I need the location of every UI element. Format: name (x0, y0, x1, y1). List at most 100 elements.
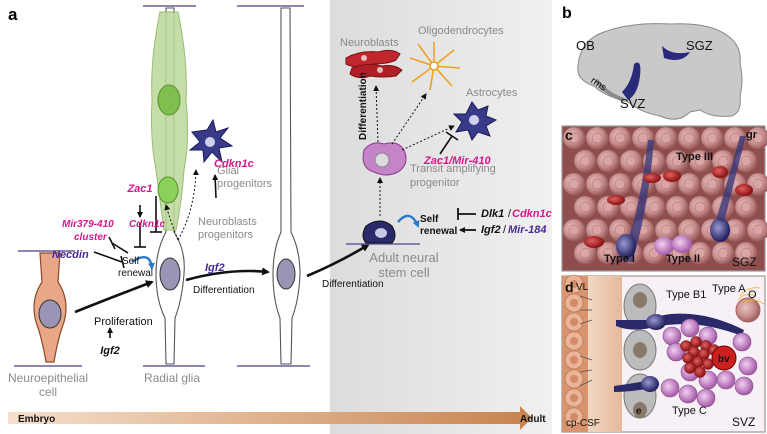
granule-cell (562, 126, 586, 150)
gene-cdkn1c-adult: Cdkn1c (512, 208, 552, 220)
brain-silhouette (577, 23, 743, 120)
vl-label: VL (576, 282, 589, 293)
radial-glia-cell (143, 5, 205, 367)
type-a-cell (694, 366, 706, 378)
granule-cell-layer (562, 126, 767, 265)
transit-amplifying-cell (362, 142, 407, 176)
self-renewal-adult-loop-icon (397, 214, 420, 228)
arrow-differentiation-embryo (185, 267, 270, 282)
cilia (579, 295, 593, 387)
granule-cell (585, 172, 609, 196)
granule-cell (654, 218, 678, 242)
type-a-cell (682, 352, 694, 364)
radial-glia-label: Radial glia (144, 371, 200, 385)
glial-progenitor-nucleus (205, 137, 215, 147)
sgz-progenitors (584, 136, 753, 262)
timeline-arrow (8, 406, 532, 430)
svg-text:/: / (508, 208, 512, 220)
svz-region-label: SVZ (732, 415, 755, 429)
type2-label: Type II (666, 253, 700, 265)
granule-cell (734, 195, 758, 219)
e-label: e (636, 406, 642, 417)
granule-cell (723, 218, 747, 242)
type-a-cells (680, 336, 720, 378)
gene-necdin: Necdin (52, 249, 89, 261)
arrow-to-glial (177, 169, 199, 241)
self-renewal-embryo-1: Self (122, 256, 139, 267)
granule-cell (677, 126, 701, 150)
arrow-to-neuroblast (164, 204, 179, 241)
wall-cell (564, 369, 584, 389)
inhibition-zac1 (439, 135, 453, 155)
type-a-cell (684, 362, 696, 374)
neuroepithelial-label-2: cell (39, 385, 57, 399)
self-renewal-loop-icon (131, 256, 155, 270)
adult-lineage-arrows (373, 85, 455, 216)
panel-d: d VL Type B1 Type A O bv e Type C cp-CSF… (561, 274, 766, 433)
type-c-cell (734, 376, 754, 396)
self-renewal-embryo-2: renewal (118, 268, 153, 279)
svz-region (622, 62, 641, 100)
granule-cell (619, 149, 643, 173)
o-label: O (748, 289, 757, 301)
transit-amplifying-label-1: Transit amplifying (410, 163, 496, 175)
oligodendrocytes-label: Oligodendrocytes (418, 25, 504, 37)
gene-igf2-a: Igf2 (100, 345, 120, 357)
type-b1-cells (614, 313, 744, 392)
type-c-cell (662, 326, 682, 346)
wall-cell (564, 312, 584, 332)
differentiation-vertical-label: Differentiation (358, 72, 369, 140)
wall-cell (564, 331, 584, 351)
neuroblast-progenitors-label-1: Neuroblasts (198, 216, 257, 228)
granule-cell (585, 218, 609, 242)
granule-cell (562, 172, 586, 196)
neuroblasts-cell (345, 49, 403, 79)
type-c-cell (696, 388, 716, 408)
astrocytes-label: Astrocytes (466, 87, 518, 99)
self-renewal-adult-1: Self (420, 214, 439, 225)
ob-label: OB (576, 38, 595, 53)
blood-vessel (711, 345, 737, 371)
gene-igf2-b: Igf2 (205, 262, 225, 274)
oligodendrocyte-d (735, 297, 761, 323)
ventricle-cells (564, 274, 584, 427)
granule-cell (700, 172, 724, 196)
type-b1-label: Type B1 (666, 289, 706, 301)
adult-nsc-label-2: stem cell (378, 265, 429, 280)
radial-glia-cell-2 (237, 5, 310, 367)
granule-cell (585, 126, 609, 150)
panel-d-letter: d (565, 279, 574, 295)
granule-cell (746, 126, 767, 150)
gr-label: gr (746, 129, 758, 141)
type-a-cell (698, 348, 710, 360)
wall-cell (564, 274, 584, 294)
type-a-cell (690, 336, 702, 348)
wall-cell (564, 350, 584, 370)
adult-nsc-label-1: Adult neural (369, 250, 438, 265)
panel-b-letter: b (562, 5, 572, 22)
arrow-differentiation-adult (306, 243, 370, 278)
wall-cell (564, 407, 584, 427)
granule-cell (677, 172, 701, 196)
gene-zac1-mir410: Zac1/Mir-410 (423, 155, 492, 167)
gene-mir184: Mir-184 (508, 224, 547, 236)
ependymal-cells (623, 283, 657, 419)
adult-stem-cell (346, 220, 420, 245)
bv-label: bv (718, 354, 730, 365)
granule-cell (665, 149, 689, 173)
granule-cell (608, 172, 632, 196)
timeline-start: Embryo (18, 414, 55, 425)
granule-cell (688, 149, 712, 173)
cp-csf-label: cp-CSF (566, 418, 600, 429)
granule-cell (562, 218, 586, 242)
wall-cell (564, 293, 584, 313)
gene-cdkn1c-a: Cdkn1c (129, 219, 166, 230)
gene-igf2-adult: Igf2 (481, 224, 501, 236)
panel-b: b OB rms SVZ SGZ (562, 5, 743, 120)
type-c-cell (680, 318, 700, 338)
type-c-cell (678, 384, 698, 404)
granule-cell (596, 241, 620, 265)
wall-cell (564, 388, 584, 408)
astrocyte-cell (452, 101, 498, 142)
